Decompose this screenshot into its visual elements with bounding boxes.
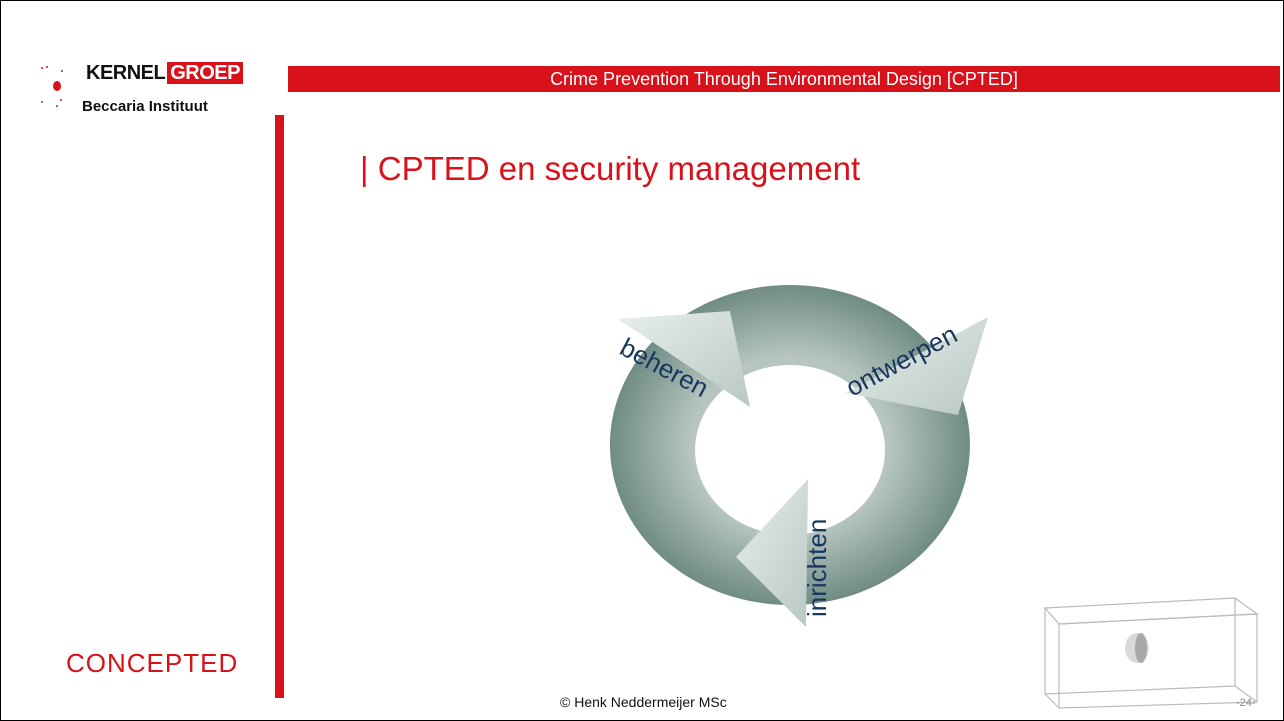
page-number: -24- <box>1236 697 1256 709</box>
cube-logo-icon <box>1043 597 1259 709</box>
logo-kernel-text: KERNEL <box>86 62 166 84</box>
cycle-diagram: beheren ontwerpen inrichten <box>609 285 988 627</box>
slide-heading: | CPTED en security management <box>360 150 861 187</box>
logo-groep-text: GROEP <box>167 62 243 84</box>
copyright-footer: © Henk Neddermeijer MSc <box>560 694 727 710</box>
concepted-brand: CONCEPTED <box>66 648 239 678</box>
header-bar: Crime Prevention Through Environmental D… <box>288 66 1280 92</box>
arrow-ontwerpen <box>846 317 988 415</box>
logo-subtitle: Beccaria Instituut <box>82 98 208 115</box>
label-inrichten: inrichten <box>802 519 832 617</box>
header-title: Crime Prevention Through Environmental D… <box>550 69 1018 89</box>
arrow-beheren <box>618 311 750 407</box>
logo-dots-icon <box>41 66 63 107</box>
arrow-inrichten <box>736 479 808 627</box>
vertical-accent-bar <box>275 115 284 698</box>
